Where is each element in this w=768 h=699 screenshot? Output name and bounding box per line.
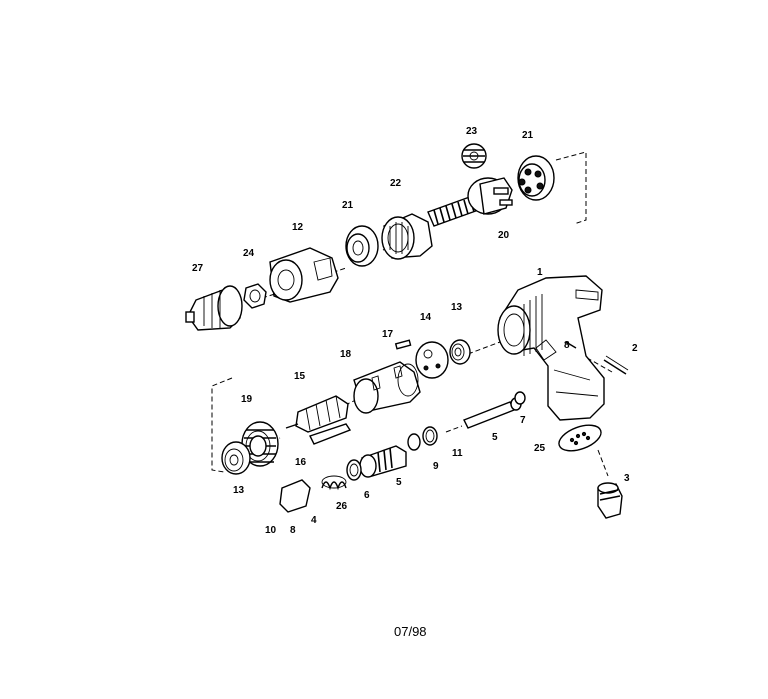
part-6-o-ring [346, 459, 362, 481]
callout-4: 4 [311, 515, 317, 526]
part-15-rotor [285, 395, 349, 433]
callout-21: 21 [342, 200, 354, 211]
part-17-key [394, 339, 412, 350]
callout-2: 2 [632, 343, 638, 354]
callout-19: 19 [241, 394, 253, 405]
callout-22: 22 [390, 178, 402, 189]
part-1-housing [497, 275, 605, 421]
part-19-gear [241, 421, 279, 467]
callout-15: 15 [294, 371, 306, 382]
callout-8: 8 [564, 340, 570, 351]
part-25-deflector [558, 424, 602, 452]
callout-21: 21 [522, 130, 534, 141]
callout-25: 25 [534, 443, 546, 454]
callout-13: 13 [233, 485, 245, 496]
part-24-nut [243, 283, 267, 309]
callout-8: 8 [290, 525, 296, 536]
part-27-chuck [185, 285, 243, 331]
part-16-vane [309, 423, 352, 445]
callout-18: 18 [340, 349, 352, 360]
callout-6: 6 [364, 490, 370, 501]
callout-13: 13 [451, 302, 463, 313]
part-12-cap [269, 247, 339, 303]
part-2-pin [603, 355, 629, 375]
callout-20: 20 [498, 230, 510, 241]
callout-17: 17 [382, 329, 394, 340]
callout-11: 11 [452, 448, 463, 459]
part-9-o-ring [407, 433, 421, 451]
callout-5: 5 [492, 432, 498, 443]
callout-1: 1 [537, 267, 543, 278]
part-10-valve-button [279, 479, 311, 513]
part-5-valve-bushing [359, 445, 407, 478]
callout-5: 5 [396, 477, 402, 488]
callout-23: 23 [466, 126, 478, 137]
part-21-bearing-left [345, 225, 379, 267]
callout-26: 26 [336, 501, 348, 512]
part-20-spindle [427, 177, 513, 227]
part-7-o-ring [514, 391, 526, 405]
callout-27: 27 [192, 263, 204, 274]
part-13-bearing-upper [449, 339, 471, 365]
callout-12: 12 [292, 222, 304, 233]
part-22-gear-housing [381, 213, 433, 260]
callout-24: 24 [243, 248, 255, 259]
callout-9: 9 [433, 461, 439, 472]
part-14-end-plate [415, 341, 449, 379]
part-18-cylinder [353, 361, 421, 414]
part-11-o-ring [422, 426, 438, 446]
callout-7: 7 [520, 415, 526, 426]
date-code: 07/98 [394, 624, 427, 639]
part-13-bearing-lower [221, 441, 251, 475]
part-3-inlet-fitting [597, 482, 623, 519]
callout-3: 3 [624, 473, 630, 484]
part-23-planet-gear [461, 143, 487, 169]
callout-14: 14 [420, 312, 432, 323]
part-8-pin-upper [565, 341, 577, 349]
part-5-valve-stem [463, 397, 522, 429]
part-26-spring [321, 475, 347, 491]
callout-10: 10 [265, 525, 277, 536]
part-21-bearing-right [517, 155, 555, 201]
callout-labels: 23 21 22 21 20 12 24 27 1 13 14 17 18 15… [192, 126, 638, 536]
callout-16: 16 [295, 457, 307, 468]
